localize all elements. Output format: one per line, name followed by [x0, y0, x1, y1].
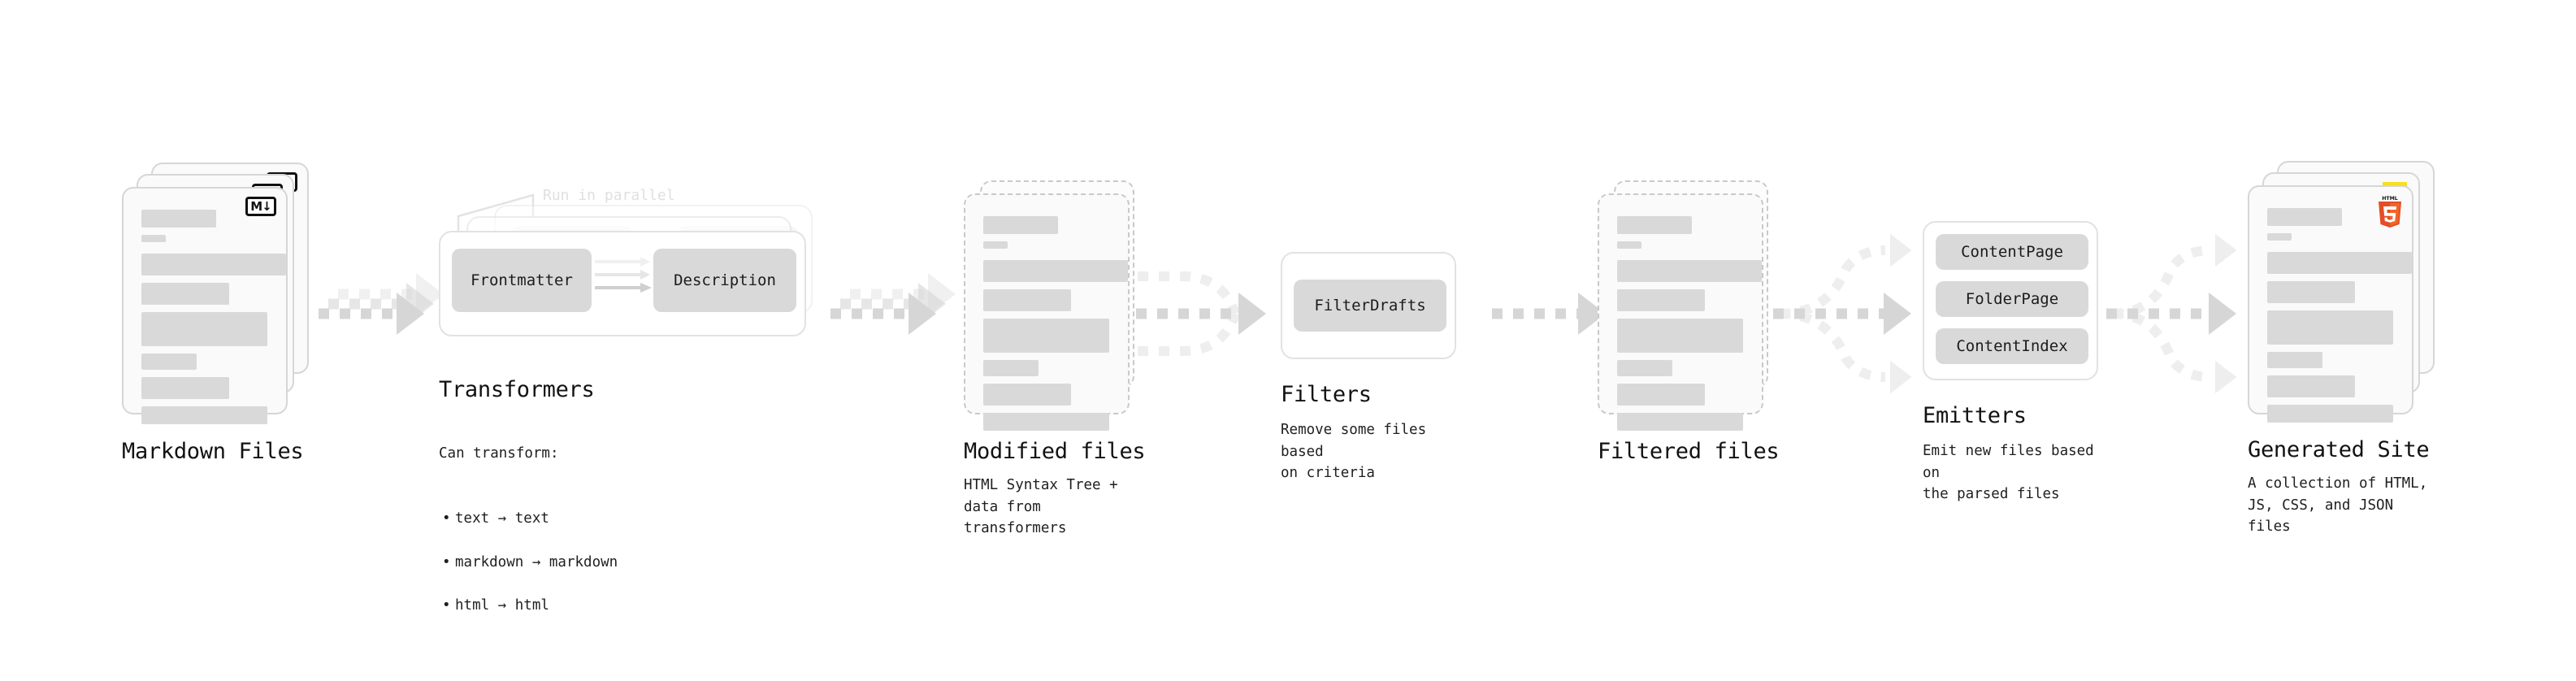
content-bar: [2267, 233, 2292, 241]
pill-filterdrafts[interactable]: FilterDrafts: [1294, 280, 1446, 332]
node-subtitle-emitters: Emit new files based on the parsed files: [1923, 443, 2094, 503]
content-bar: [2267, 281, 2355, 303]
transform-list-item: html → html: [442, 595, 618, 617]
connector-filtered-to-emitters: [1773, 233, 1912, 394]
markdown-file-stack: M↓ M↓ M↓: [122, 163, 309, 424]
modified-card-content: [965, 195, 1128, 454]
markdown-card-content: [124, 189, 286, 448]
connector-emitters-to-site: [2106, 233, 2237, 394]
node-title-modified-files: Modified files: [964, 439, 1146, 464]
transformer-box-front: Frontmatter Description: [439, 231, 806, 336]
node-filtered-files[interactable]: Filtered files: [1598, 180, 1780, 464]
content-bar: [983, 360, 1039, 376]
generated-card-front: HTML: [2248, 185, 2413, 423]
content-bar: [141, 312, 267, 346]
svg-text:HTML: HTML: [2382, 196, 2398, 202]
content-bar: [983, 260, 1128, 282]
content-bar: [141, 235, 166, 242]
node-title-generated-site: Generated Site: [2248, 437, 2430, 462]
content-bar: [1617, 260, 1762, 282]
content-bar: [983, 384, 1071, 406]
node-markdown-files[interactable]: M↓ M↓ M↓ Markdown Files: [122, 163, 309, 464]
markdown-card-front: M↓: [122, 187, 288, 424]
content-bar: [141, 354, 197, 370]
content-bar: [1617, 289, 1705, 311]
content-bar: [1617, 216, 1692, 234]
node-modified-files[interactable]: Modified files HTML Syntax Tree + data f…: [964, 180, 1146, 536]
node-subtitle-generated-site: A collection of HTML, JS, CSS, and JSON …: [2248, 475, 2428, 536]
markdown-icon: M↓: [245, 197, 276, 216]
content-bar: [2267, 375, 2355, 397]
run-in-parallel-bracket: [457, 193, 535, 236]
content-bar: [1617, 319, 1743, 353]
pill-frontmatter[interactable]: Frontmatter: [452, 249, 592, 312]
content-bar: [141, 254, 286, 275]
content-bar: [141, 210, 216, 228]
filtered-card-content: [1599, 195, 1762, 454]
generated-file-stack: CSS JS HTML: [2248, 161, 2435, 423]
content-bar: [141, 406, 267, 424]
content-bar: [2267, 310, 2393, 345]
content-bar: [1617, 360, 1672, 376]
pill-contentpage[interactable]: ContentPage: [1936, 234, 2088, 270]
content-bar: [983, 319, 1109, 353]
content-bar: [2267, 208, 2342, 226]
content-bar: [2267, 405, 2393, 423]
content-bar: [983, 241, 1008, 249]
emitters-group-stack: ContentPage FolderPage ContentIndex: [1923, 221, 2098, 380]
node-title-filtered-files: Filtered files: [1598, 439, 1780, 464]
node-title-transformers: Transformers: [439, 377, 595, 402]
generated-card-content: [2249, 187, 2412, 446]
content-bar: [141, 377, 229, 399]
transform-lead: Can transform:: [439, 445, 559, 462]
run-in-parallel-label: Run in parallel: [543, 187, 675, 204]
connector-transformers-to-modified: [830, 273, 956, 335]
content-bar: [1617, 384, 1705, 406]
connector-modified-to-filters: [1136, 271, 1266, 356]
content-bar: [141, 283, 229, 305]
content-bar: [2267, 252, 2412, 274]
connector-filters-to-filtered: [1492, 293, 1606, 335]
content-bar: [983, 289, 1071, 311]
transform-list: text → text markdown → markdown html → h…: [439, 487, 618, 638]
node-title-markdown-files: Markdown Files: [122, 439, 304, 464]
node-emitters[interactable]: ContentPage FolderPage ContentIndex Emit…: [1923, 221, 2098, 502]
node-transformers[interactable]: Run in parallel Frontmatter Description: [439, 187, 829, 616]
node-subtitle-filters: Remove some files based on criteria: [1281, 422, 1427, 482]
modified-card-front: [964, 193, 1130, 431]
emitters-box: ContentPage FolderPage ContentIndex: [1923, 221, 2098, 380]
content-bar: [2267, 352, 2322, 368]
connector-md-to-transformers: [319, 273, 444, 335]
content-bar: [983, 216, 1058, 234]
html5-icon: HTML: [2376, 193, 2404, 228]
node-generated-site[interactable]: CSS JS HTML: [2248, 161, 2435, 535]
filtered-card-front: [1598, 193, 1763, 431]
filters-box: FilterDrafts: [1281, 252, 1456, 359]
node-subtitle-transformers: Can transform: text → text markdown → ma…: [439, 421, 618, 660]
transform-list-item: text → text: [442, 508, 618, 530]
transformer-inner-arrows: [595, 257, 652, 293]
pill-folderpage[interactable]: FolderPage: [1936, 281, 2088, 317]
pill-description[interactable]: Description: [653, 249, 796, 312]
node-filters[interactable]: FilterDrafts Filters Remove some files b…: [1281, 252, 1456, 481]
transformer-group-stack: Frontmatter Description: [439, 189, 829, 336]
node-subtitle-modified-files: HTML Syntax Tree + data from transformer…: [964, 477, 1118, 537]
pill-contentindex[interactable]: ContentIndex: [1936, 328, 2088, 364]
filters-group-stack: FilterDrafts: [1281, 252, 1456, 359]
node-title-emitters: Emitters: [1923, 403, 2027, 428]
node-title-filters: Filters: [1281, 382, 1372, 407]
content-bar: [1617, 241, 1641, 249]
filtered-file-stack: [1598, 180, 1772, 431]
content-bar: [1617, 413, 1743, 431]
modified-file-stack: [964, 180, 1138, 431]
content-bar: [983, 413, 1109, 431]
transform-list-item: markdown → markdown: [442, 552, 618, 574]
